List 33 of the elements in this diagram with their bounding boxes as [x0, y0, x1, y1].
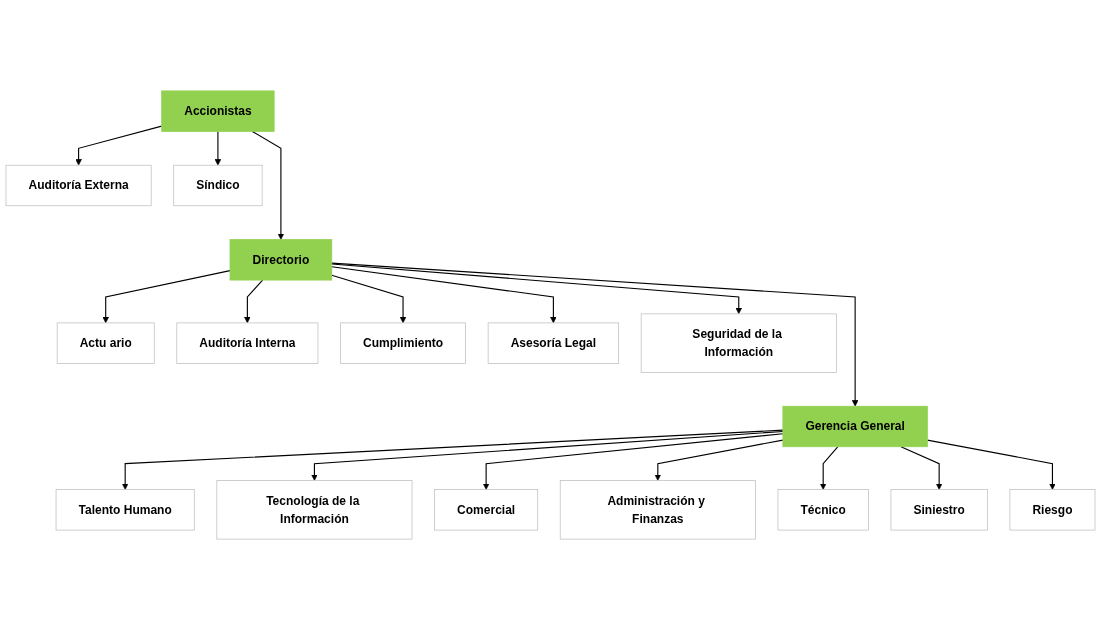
arrow: [311, 430, 784, 481]
node-box: Talento Humano: [55, 489, 195, 531]
arrow: [214, 130, 222, 166]
arrow: [121, 429, 784, 490]
node-box: Técnico: [777, 489, 869, 531]
arrow: [926, 439, 1056, 490]
node-box: Tecnología de la Información: [216, 480, 413, 540]
arrow: [331, 274, 407, 324]
node-box: Seguridad de la Información: [640, 313, 837, 373]
node-box: Síndico: [173, 164, 263, 207]
node-box: Cumplimiento: [340, 322, 466, 364]
arrow: [819, 446, 839, 490]
node-box: Siniestro: [890, 489, 988, 531]
arrow: [102, 270, 231, 324]
node-box: Administración y Finanzas: [559, 480, 756, 540]
arrow: [251, 130, 285, 240]
arrow: [75, 125, 163, 166]
node-box: Gerencia General: [782, 405, 928, 448]
arrow: [331, 266, 557, 324]
node-box: Asesoría Legal: [487, 322, 619, 364]
node-box: Actu ario: [56, 322, 155, 364]
arrow: [482, 433, 784, 490]
arrow: [654, 439, 784, 481]
node-box: Auditoría Interna: [176, 322, 319, 364]
node-box: Directorio: [229, 239, 333, 281]
arrow: [331, 262, 859, 407]
node-box: Auditoría Externa: [5, 164, 152, 207]
arrow: [900, 446, 943, 490]
node-box: Accionistas: [161, 90, 275, 132]
arrow: [331, 263, 743, 315]
node-box: Comercial: [434, 489, 539, 531]
arrow: [244, 279, 264, 324]
node-box: Riesgo: [1009, 489, 1096, 531]
